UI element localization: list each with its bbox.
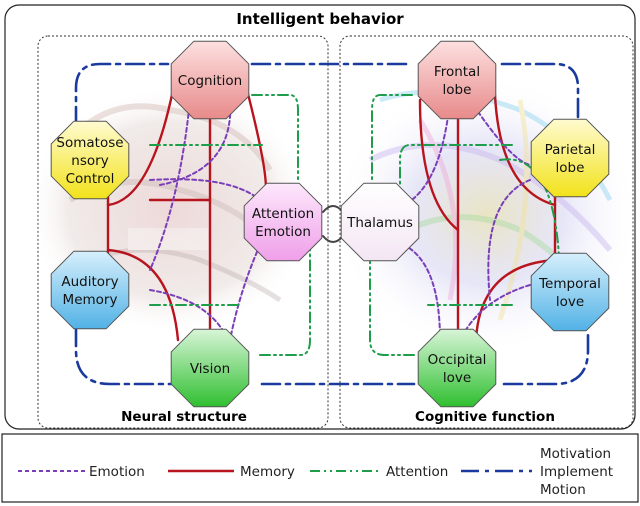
- node-cognition-shape: [170, 40, 250, 120]
- node-temporal-shape: [530, 252, 610, 332]
- motion-links: [74, 62, 590, 386]
- node-attention-emotion-label: Attention: [252, 206, 314, 222]
- node-thalamus-shape: [340, 182, 420, 262]
- node-somatosensory-label: nsory: [71, 153, 108, 169]
- node-parietal: Parietal lobe: [530, 118, 610, 198]
- legend-emotion-label: Emotion: [89, 464, 145, 480]
- node-auditory-shape: [50, 250, 130, 330]
- node-attention-emotion-label: Emotion: [255, 224, 311, 240]
- node-temporal-label: Temporal: [538, 276, 601, 292]
- node-cognition-label: Cognition: [178, 73, 242, 89]
- node-frontal: Frontal lobe: [417, 40, 497, 120]
- right-panel: [339, 35, 634, 429]
- legend-motion-line3: Motion: [540, 482, 586, 498]
- legend-motion-line2: Implement: [540, 464, 613, 480]
- node-parietal-label: Parietal: [545, 142, 596, 158]
- node-vision-shape: [170, 328, 250, 408]
- node-frontal-label: Frontal: [434, 64, 480, 80]
- node-attention-emotion-shape: [243, 182, 323, 262]
- node-cognition: Cognition: [170, 40, 250, 120]
- node-temporal: Temporal love: [530, 252, 610, 332]
- legend-attention-label: Attention: [386, 464, 448, 480]
- node-auditory-label: Auditory: [61, 274, 118, 290]
- neural-structure-label: Neural structure: [121, 409, 247, 425]
- node-occipital-label: Occipital: [428, 352, 487, 368]
- node-frontal-shape: [417, 40, 497, 120]
- legend-box: [1, 433, 639, 503]
- node-somatosensory-label: Control: [66, 171, 115, 187]
- node-occipital: Occipital love: [417, 328, 497, 408]
- node-auditory-label: Memory: [63, 292, 118, 308]
- node-vision-label: Vision: [190, 361, 230, 377]
- node-thalamus: Thalamus: [340, 182, 420, 262]
- node-parietal-label: lobe: [556, 160, 585, 176]
- node-temporal-label: love: [556, 294, 584, 310]
- cognitive-function-label: Cognitive function: [415, 409, 555, 425]
- node-frontal-label: lobe: [443, 82, 472, 98]
- node-somatosensory-shape: [50, 120, 130, 200]
- legend-memory-label: Memory: [240, 464, 295, 480]
- node-occipital-shape: [417, 328, 497, 408]
- node-parietal-shape: [530, 118, 610, 198]
- legend-motion-line1: Motivation: [540, 446, 611, 462]
- node-somatosensory-label: Somatose: [56, 135, 123, 151]
- node-occipital-label: love: [443, 370, 471, 386]
- node-thalamus-label: Thalamus: [346, 215, 413, 231]
- diagram-title: Intelligent behavior: [236, 10, 404, 28]
- node-vision: Vision: [170, 328, 250, 408]
